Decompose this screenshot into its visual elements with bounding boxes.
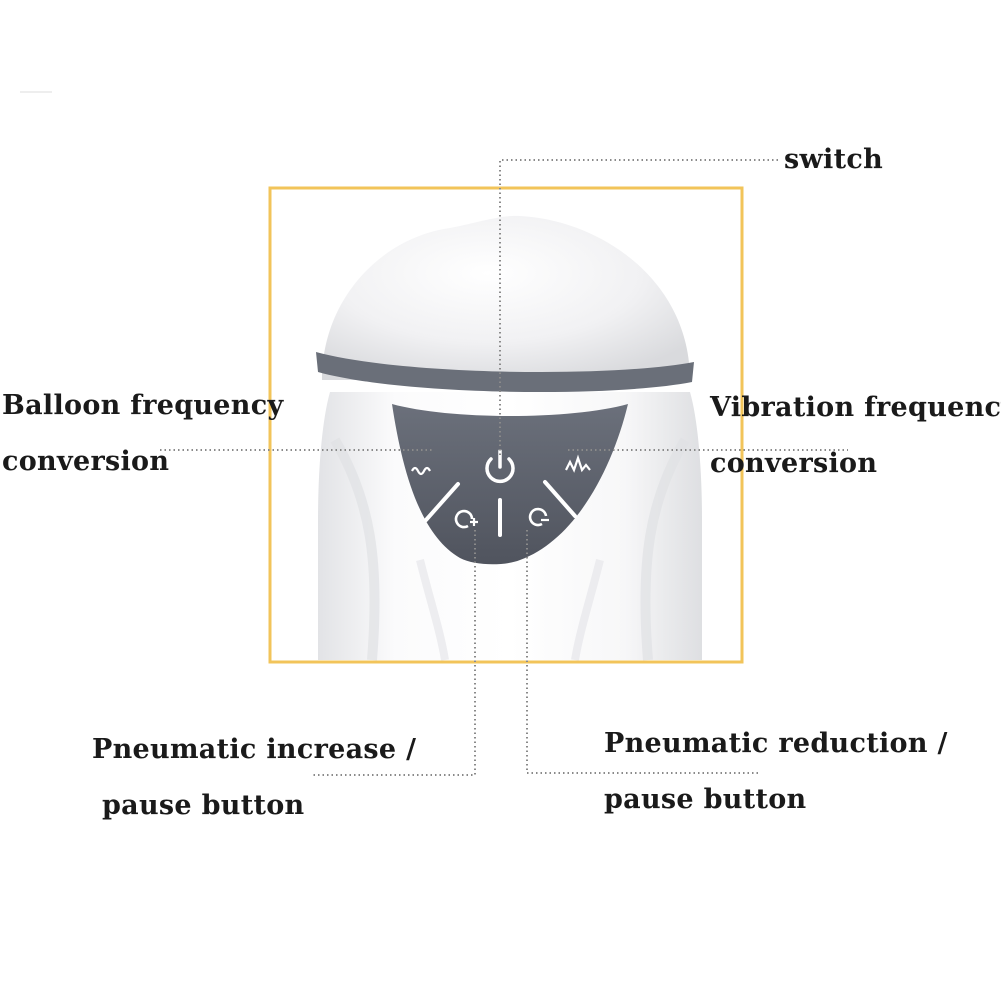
highlight-frame [268,186,744,664]
pneumatic-increase-icon[interactable] [454,509,478,529]
label-vibration-line1: Vibration frequency [710,392,1001,423]
label-balloon-line2: conversion [2,446,170,477]
pneumatic-reduction-icon[interactable] [528,507,549,527]
leader-reduction [526,530,760,774]
label-reduction-line2: pause button [604,784,807,815]
label-switch: switch [784,144,884,175]
label-vibration-line2: conversion [710,448,878,479]
control-panel [392,404,628,565]
label-reduction-line1: Pneumatic reduction / [604,728,948,759]
leader-increase [312,530,476,776]
label-increase-line1: Pneumatic increase / [92,734,417,765]
device-band [316,352,694,393]
wave-icon[interactable] [411,466,431,476]
device-dome [322,215,690,380]
label-increase-line2: pause button [102,790,305,821]
label-balloon-line1: Balloon frequency [2,390,284,421]
zigzag-icon[interactable] [565,454,591,473]
